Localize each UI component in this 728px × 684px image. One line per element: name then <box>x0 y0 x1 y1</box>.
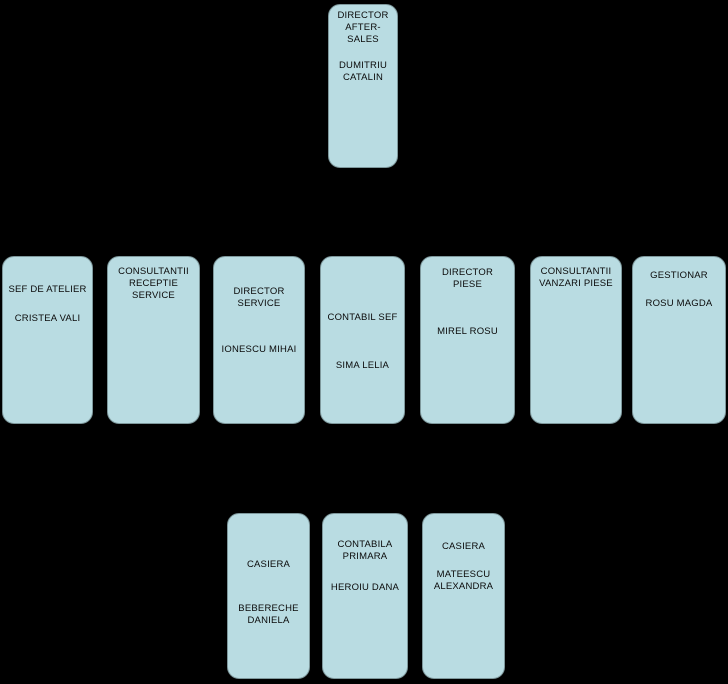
role-label: SEF DE ATELIER <box>8 284 87 295</box>
person-label: ROSU MAGDA <box>645 298 713 309</box>
person-label: SIMA LELIA <box>335 360 390 371</box>
org-box-casiera-bebereche: CASIERA BEBERECHE DANIELA <box>227 513 310 679</box>
org-box-director-service: DIRECTOR SERVICE IONESCU MIHAI <box>213 256 305 424</box>
org-box-director-after-sales: DIRECTOR AFTER- SALES DUMITRIU CATALIN <box>328 4 398 168</box>
role-label: GESTIONAR <box>650 270 708 281</box>
org-box-consultantii-vanzari-piese: CONSULTANTII VANZARI PIESE <box>530 256 622 424</box>
person-label: CRISTEA VALI <box>14 313 81 324</box>
org-box-contabil-sef: CONTABIL SEF SIMA LELIA <box>320 256 405 424</box>
role-label: CASIERA <box>246 559 291 570</box>
org-box-contabila-primara: CONTABILA PRIMARA HEROIU DANA <box>322 513 408 679</box>
person-label: MIREL ROSU <box>437 326 498 337</box>
person-label: MATEESCU ALEXANDRA <box>433 569 494 592</box>
role-label: DIRECTOR AFTER- SALES <box>337 10 389 45</box>
org-box-sef-de-atelier: SEF DE ATELIER CRISTEA VALI <box>2 256 93 424</box>
org-box-director-piese: DIRECTOR PIESE MIREL ROSU <box>420 256 515 424</box>
role-label: CASIERA <box>441 541 486 552</box>
person-label: HEROIU DANA <box>330 582 400 593</box>
role-label: DIRECTOR PIESE <box>441 267 494 290</box>
person-label: DUMITRIU CATALIN <box>338 60 388 83</box>
role-label: CONTABILA PRIMARA <box>337 539 393 562</box>
role-label: CONSULTANTII RECEPTIE SERVICE <box>118 266 189 301</box>
role-label: CONTABIL SEF <box>327 312 398 323</box>
person-label: IONESCU MIHAI <box>221 344 297 355</box>
org-box-casiera-mateescu: CASIERA MATEESCU ALEXANDRA <box>422 513 505 679</box>
role-label: DIRECTOR SERVICE <box>233 286 285 309</box>
person-label: BEBERECHE DANIELA <box>238 603 299 626</box>
org-box-consultantii-receptie-service: CONSULTANTII RECEPTIE SERVICE <box>107 256 200 424</box>
org-box-gestionar: GESTIONAR ROSU MAGDA <box>632 256 726 424</box>
role-label: CONSULTANTII VANZARI PIESE <box>539 266 613 289</box>
